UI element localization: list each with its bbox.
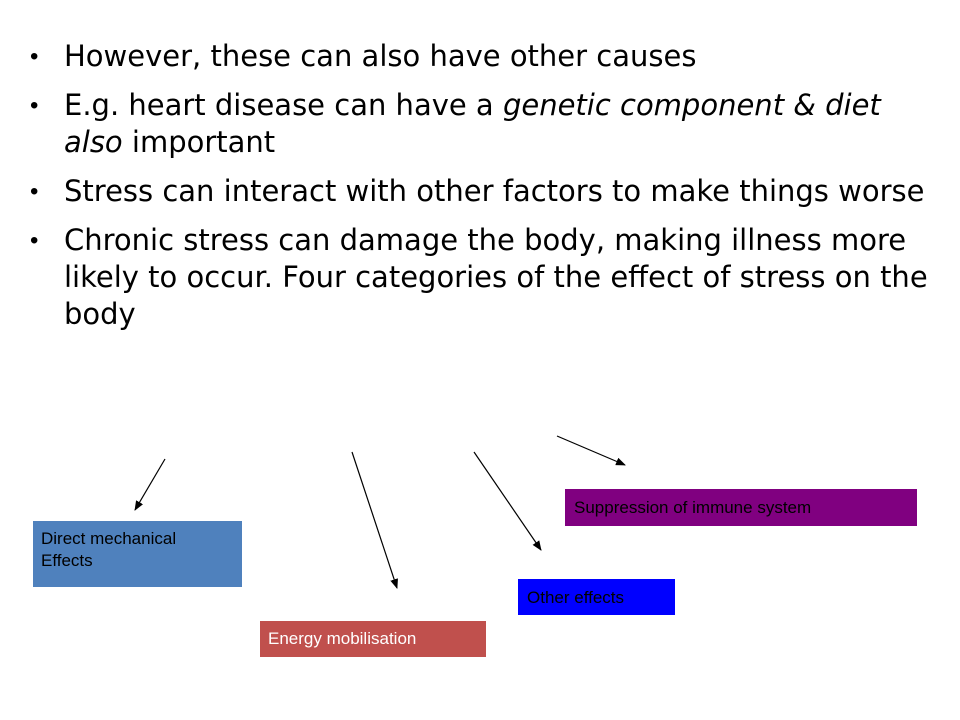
bullet-dot-icon: • [30,92,39,119]
arrow-to-immune-suppression [556,435,626,466]
immune-suppression-box: Suppression of immune system [565,489,917,526]
arrow-to-other-effects [473,451,542,551]
arrow-to-energy-mobilisation [351,451,398,589]
box-label: Effects [41,551,93,570]
bullet-item: • Chronic stress can damage the body, ma… [30,222,930,333]
energy-mobilisation-box: Energy mobilisation [260,621,486,657]
bullet-text: E.g. heart disease can have a [64,88,503,122]
box-label: Suppression of immune system [574,498,812,517]
direct-mechanical-effects-box: Direct mechanical Effects [33,521,242,587]
bullet-text: However, these can also have other cause… [64,39,697,73]
bullet-text: important [122,125,276,159]
bullet-item: • E.g. heart disease can have a genetic … [30,87,930,161]
bullet-text-italic: genetic component & diet also [64,88,881,159]
arrow-to-direct-effects [134,458,166,511]
bullet-item: • However, these can also have other cau… [30,38,930,75]
bullet-dot-icon: • [30,178,39,205]
bullet-item: • Stress can interact with other factors… [30,173,930,210]
box-label: Direct mechanical [41,529,177,548]
bullet-dot-icon: • [30,43,39,70]
box-label: Other effects [527,588,625,607]
other-effects-box: Other effects [518,579,675,615]
bullet-text: Chronic stress can damage the body, maki… [64,223,928,331]
bullet-list: • However, these can also have other cau… [30,38,930,345]
bullet-dot-icon: • [30,227,39,254]
box-label: Energy mobilisation [268,629,417,648]
bullet-text: Stress can interact with other factors t… [64,174,925,208]
